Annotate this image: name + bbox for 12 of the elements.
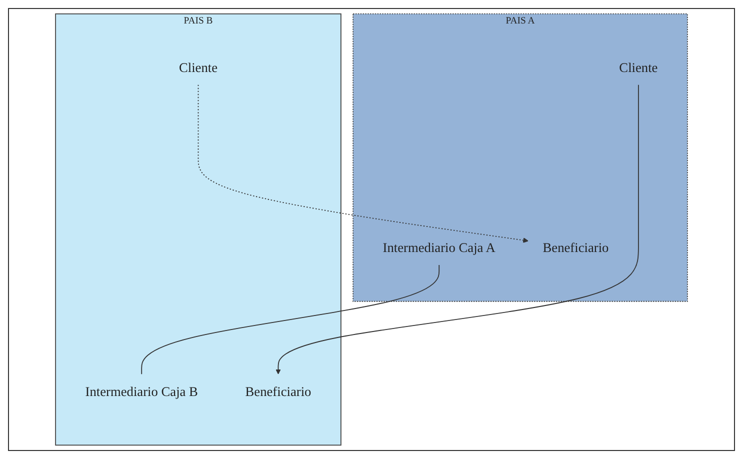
node-text: Beneficiario [245,384,312,400]
cluster [352,13,688,302]
node-text: Intermediario Caja B [85,384,198,400]
connector [141,264,440,375]
node-text: Intermediario Caja A [382,240,496,256]
node-text: Cliente [178,60,218,76]
arrow [198,84,528,243]
cluster [55,13,342,446]
node-text: Cliente [619,60,658,76]
node-text: Beneficiario [542,240,609,256]
arrow [276,84,639,374]
flowchart: PAIS B PAIS A Cliente Intermediario Caja A Beneficiario Cliente Intermediario Caja B Beneficiario [9,9,734,450]
